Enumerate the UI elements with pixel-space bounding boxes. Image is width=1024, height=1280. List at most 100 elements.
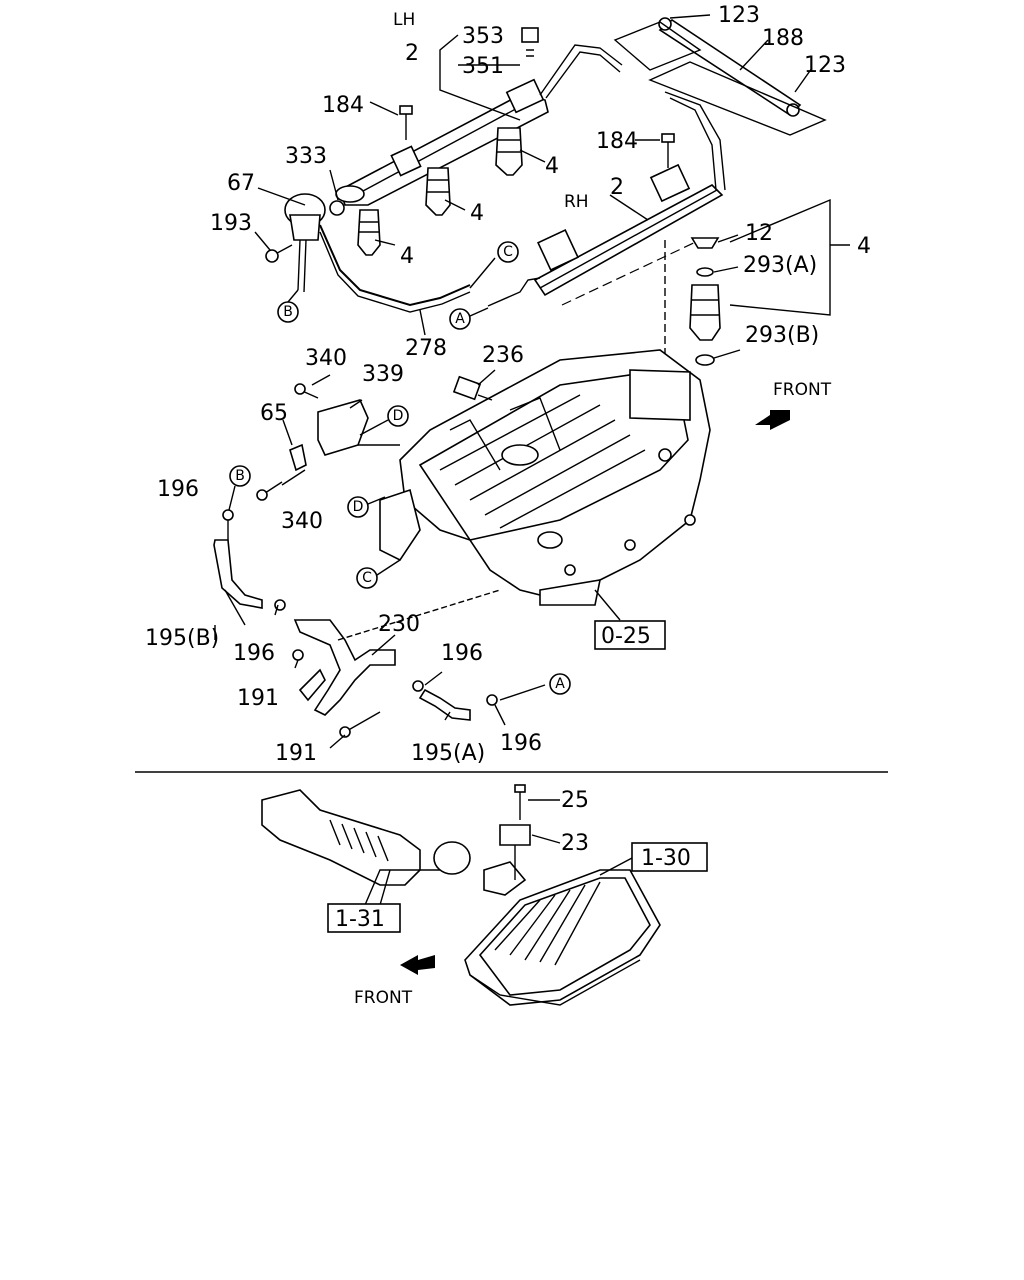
- injector-lh-2: [425, 167, 451, 216]
- cap-353: [521, 27, 539, 43]
- part-191-a: 191: [237, 686, 279, 711]
- svg-text:1-30: 1-30: [641, 846, 691, 871]
- part-67: 67: [227, 171, 255, 196]
- part-193: 193: [210, 211, 252, 236]
- callout-a-1: A: [449, 308, 471, 330]
- bolt-25: [514, 784, 526, 820]
- label-lh: LH: [393, 10, 415, 30]
- label-front-lower: FRONT: [354, 988, 413, 1008]
- bolt-340-bottom: [256, 481, 283, 501]
- bolt-193: [265, 244, 293, 263]
- bolt-340-top: [294, 383, 319, 399]
- part-340-bottom: 340: [281, 509, 323, 534]
- hose-278: [319, 224, 471, 307]
- front-arrow-lower-icon: [400, 955, 435, 975]
- clip-65: [289, 443, 307, 472]
- part-2-rh: 2: [610, 175, 624, 200]
- ref-box-0-25: 0-25: [594, 620, 666, 650]
- return-pipe-rh: [664, 91, 726, 191]
- callout-c-2: C: [356, 567, 378, 589]
- svg-text:D: D: [353, 499, 364, 515]
- part-196-mid: 196: [233, 641, 275, 666]
- part-353: 353: [462, 24, 504, 49]
- svg-text:0-25: 0-25: [601, 624, 651, 649]
- part-2-lh: 2: [405, 41, 419, 66]
- sensor-236: [452, 375, 493, 401]
- sensor-23: [499, 824, 531, 880]
- part-123-right: 123: [804, 53, 846, 78]
- callout-c-1: C: [497, 241, 519, 263]
- bolt-184-rh: [661, 133, 675, 168]
- svg-text:D: D: [393, 408, 404, 424]
- bolt-191-b: [339, 711, 381, 738]
- part-293b: 293(B): [745, 323, 819, 348]
- ref-box-1-30: 1-30: [631, 842, 708, 872]
- clamp-196-bottom: [486, 694, 498, 706]
- callout-a-2: A: [549, 673, 571, 695]
- pressure-regulator: [284, 193, 326, 293]
- hose-278-outline: [319, 231, 471, 313]
- clamp-196-right: [412, 680, 424, 692]
- part-25: 25: [561, 788, 589, 813]
- o-ring-333: [329, 200, 345, 216]
- bolt-184-lh: [399, 105, 413, 140]
- callout-b-2: B: [229, 465, 251, 487]
- svg-text:B: B: [283, 304, 293, 320]
- front-arrow-upper-icon: [755, 410, 790, 430]
- part-12: 12: [745, 221, 773, 246]
- fuel-rail-rh: [533, 163, 724, 306]
- svg-text:C: C: [362, 570, 372, 586]
- injector-lh-3: [495, 127, 523, 176]
- part-4-b: 4: [470, 201, 484, 226]
- part-23: 23: [561, 831, 589, 856]
- part-230: 230: [378, 612, 420, 637]
- ref-box-1-31: 1-31: [327, 903, 401, 933]
- part-4-a: 4: [545, 154, 559, 179]
- svg-text:C: C: [503, 244, 513, 260]
- part-4-right: 4: [857, 234, 871, 259]
- part-195a: 195(A): [411, 741, 485, 766]
- hose-195b: [213, 539, 263, 609]
- intake-manifold: [379, 349, 711, 606]
- part-333: 333: [285, 144, 327, 169]
- part-191-b: 191: [275, 741, 317, 766]
- label-rh: RH: [564, 192, 589, 212]
- air-cleaner: [464, 861, 661, 1006]
- band-1: [613, 21, 702, 71]
- part-123-top: 123: [718, 3, 760, 28]
- part-188: 188: [762, 26, 804, 51]
- part-184-rh: 184: [596, 129, 638, 154]
- part-351: 351: [462, 54, 504, 79]
- injector-lh-1: [357, 209, 381, 256]
- label-front-upper: FRONT: [773, 380, 832, 400]
- callout-b-1: B: [277, 301, 299, 323]
- band-2: [648, 61, 827, 136]
- callout-d-1: D: [387, 405, 409, 427]
- part-196-bottom: 196: [500, 731, 542, 756]
- svg-text:A: A: [555, 676, 565, 692]
- part-293a: 293(A): [743, 253, 817, 278]
- return-pipe-lh: [539, 44, 623, 96]
- part-278: 278: [405, 336, 447, 361]
- hose-195a: [418, 688, 471, 721]
- intake-duct: [261, 789, 421, 886]
- svg-text:1-31: 1-31: [335, 907, 385, 932]
- part-196-right: 196: [441, 641, 483, 666]
- injector-rh: [689, 237, 721, 366]
- clamp-196-left: [222, 509, 234, 521]
- part-195b: 195(B): [145, 626, 219, 651]
- pipe-230: [293, 619, 396, 716]
- part-339: 339: [362, 362, 404, 387]
- part-196-left: 196: [157, 477, 199, 502]
- svg-text:B: B: [235, 468, 245, 484]
- bracket-339: [317, 399, 369, 456]
- part-65: 65: [260, 401, 288, 426]
- callout-d-2: D: [347, 496, 369, 518]
- part-340-top: 340: [305, 346, 347, 371]
- clamp-lower: [433, 841, 471, 875]
- svg-text:A: A: [455, 311, 465, 327]
- fuel-rail-lh: [335, 78, 549, 206]
- part-4-c: 4: [400, 244, 414, 269]
